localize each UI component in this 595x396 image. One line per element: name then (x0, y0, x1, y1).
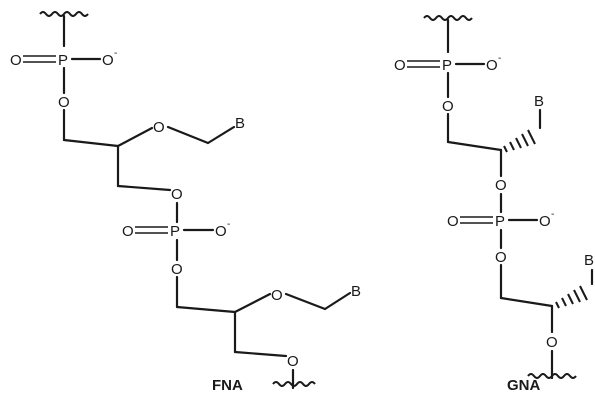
fna-bond-c2-osugar (116, 126, 154, 148)
gna-bond-c3-c4 (499, 296, 554, 308)
fna-p2-charge: - (227, 219, 230, 230)
fna-o2: O (171, 186, 183, 203)
gna-p1-o-minus: O (486, 57, 498, 74)
gna-hashed-wedge-1 (503, 129, 536, 153)
fna-label: FNA (212, 377, 243, 394)
fna-bond-c5-osugar2 (233, 292, 272, 314)
fna-bond-ch2-b1 (206, 125, 236, 145)
gna-p2-o-minus: O (539, 213, 551, 230)
gna-structure: O P O - O B O O P O - (394, 15, 594, 394)
gna-o1: O (442, 98, 454, 115)
gna-p1-double-o: O (394, 57, 406, 74)
gna-o3: O (495, 249, 507, 266)
gna-p2-phosphorus: P (495, 213, 505, 230)
fna-bond-osugar2-ch2 (284, 292, 327, 311)
fna-p1-charge: - (114, 48, 117, 59)
fna-p2-double-o: O (122, 223, 134, 240)
fna-o3: O (171, 261, 183, 278)
fna-p2-o-minus: O (215, 223, 227, 240)
gna-bond-c1-c2 (446, 140, 503, 152)
gna-top-chain-break (423, 15, 473, 21)
fna-structure: O P O - O O B O O P O - O (10, 11, 361, 394)
fna-o1: O (58, 94, 70, 111)
fna-bond-c4-c5 (175, 305, 237, 314)
gna-hashed-wedge-2 (555, 285, 588, 309)
fna-bond-ch2-b2 (323, 291, 352, 311)
gna-base-1: B (534, 93, 544, 110)
fna-top-chain-break (39, 11, 89, 17)
fna-p1-double-o: O (10, 52, 22, 69)
gna-base-2: B (584, 252, 594, 269)
fna-o4: O (287, 353, 299, 370)
fna-bond-c3-o2 (116, 184, 172, 192)
fna-base-2: B (351, 283, 361, 300)
fna-bond-c1-c2 (62, 138, 120, 148)
fna-p1-o-minus: O (102, 52, 114, 69)
fna-bond-c6-o4 (233, 350, 288, 358)
gna-o4: O (546, 334, 558, 351)
fna-p2-phosphorus: P (170, 223, 180, 240)
gna-p2-charge: - (551, 209, 554, 220)
fna-sugar-o2: O (271, 287, 283, 304)
fna-base-1: B (235, 115, 245, 132)
gna-label: GNA (507, 377, 541, 394)
fna-sugar-o1: O (153, 119, 165, 136)
gna-p1-phosphorus: P (442, 57, 452, 74)
fna-p1-phosphorus: P (58, 52, 68, 69)
gna-p2-double-o: O (447, 213, 459, 230)
fna-bottom-chain-break (272, 381, 316, 387)
fna-bond-osugar-ch2 (166, 125, 210, 145)
gna-bottom-chain-break (527, 373, 577, 379)
gna-p1-charge: - (498, 53, 501, 64)
gna-o2: O (495, 177, 507, 194)
